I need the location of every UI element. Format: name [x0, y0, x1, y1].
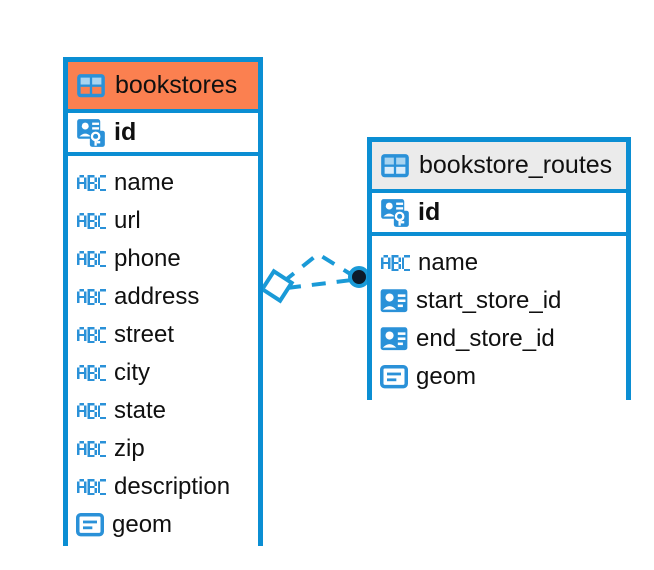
abc-text-icon — [76, 398, 106, 424]
field-list-bookstores: name u — [68, 156, 258, 552]
field-row[interactable]: state — [76, 392, 252, 430]
primary-key-icon — [76, 118, 106, 148]
abc-text-icon — [76, 284, 106, 310]
field-label: address — [114, 283, 200, 310]
abc-text-icon — [76, 170, 106, 196]
entity-bookstore-routes[interactable]: bookstore_routes id — [367, 137, 631, 404]
field-row[interactable]: description — [76, 468, 252, 506]
entity-title: bookstore_routes — [419, 151, 613, 179]
entity-title: bookstores — [115, 71, 238, 99]
foreign-key-icon — [380, 288, 408, 314]
table-icon — [380, 153, 410, 179]
field-row[interactable]: address — [76, 278, 252, 316]
field-row[interactable]: url — [76, 202, 252, 240]
entity-header-bookstores[interactable]: bookstores — [68, 62, 258, 109]
relationship-source-diamond-icon[interactable] — [259, 268, 295, 304]
abc-text-icon — [76, 322, 106, 348]
abc-text-icon — [76, 436, 106, 462]
abc-text-icon — [76, 246, 106, 272]
field-row[interactable]: name — [76, 164, 252, 202]
field-label: end_store_id — [416, 325, 555, 352]
geometry-icon — [76, 512, 104, 538]
field-label: start_store_id — [416, 287, 562, 314]
relationship-line-upper[interactable] — [281, 251, 354, 284]
field-row[interactable]: zip — [76, 430, 252, 468]
abc-text-icon — [380, 250, 410, 276]
field-row[interactable]: end_store_id — [380, 320, 620, 358]
abc-text-icon — [76, 360, 106, 386]
field-label: city — [114, 359, 150, 386]
field-row[interactable]: phone — [76, 240, 252, 278]
entity-bookstores[interactable]: bookstores id — [63, 57, 263, 552]
field-row[interactable]: name — [380, 244, 620, 282]
field-row[interactable]: start_store_id — [380, 282, 620, 320]
table-icon — [76, 73, 106, 99]
field-label: street — [114, 321, 175, 348]
primary-key-row-bookstore-routes[interactable]: id — [372, 189, 626, 236]
field-label: geom — [416, 363, 477, 390]
primary-key-label: id — [418, 198, 441, 226]
relationship-target-circle-icon[interactable] — [348, 266, 370, 288]
field-label: geom — [112, 511, 173, 538]
field-label: name — [114, 169, 175, 196]
field-label: zip — [114, 435, 145, 462]
abc-text-icon — [76, 208, 106, 234]
field-row[interactable]: street — [76, 316, 252, 354]
field-label: url — [114, 207, 141, 234]
abc-text-icon — [76, 474, 106, 500]
field-label: name — [418, 249, 479, 276]
field-row[interactable]: city — [76, 354, 252, 392]
field-row[interactable]: geom — [380, 358, 620, 396]
primary-key-icon — [380, 198, 410, 228]
field-list-bookstore-routes: name start_store_id — [372, 236, 626, 404]
relationship-line-lower[interactable] — [286, 278, 353, 290]
foreign-key-icon — [380, 326, 408, 352]
field-label: state — [114, 397, 167, 424]
field-row[interactable]: geom — [76, 506, 252, 544]
entity-header-bookstore-routes[interactable]: bookstore_routes — [372, 142, 626, 189]
geometry-icon — [380, 364, 408, 390]
field-label: description — [114, 473, 231, 500]
primary-key-row-bookstores[interactable]: id — [68, 109, 258, 156]
field-label: phone — [114, 245, 181, 272]
primary-key-label: id — [114, 118, 137, 146]
